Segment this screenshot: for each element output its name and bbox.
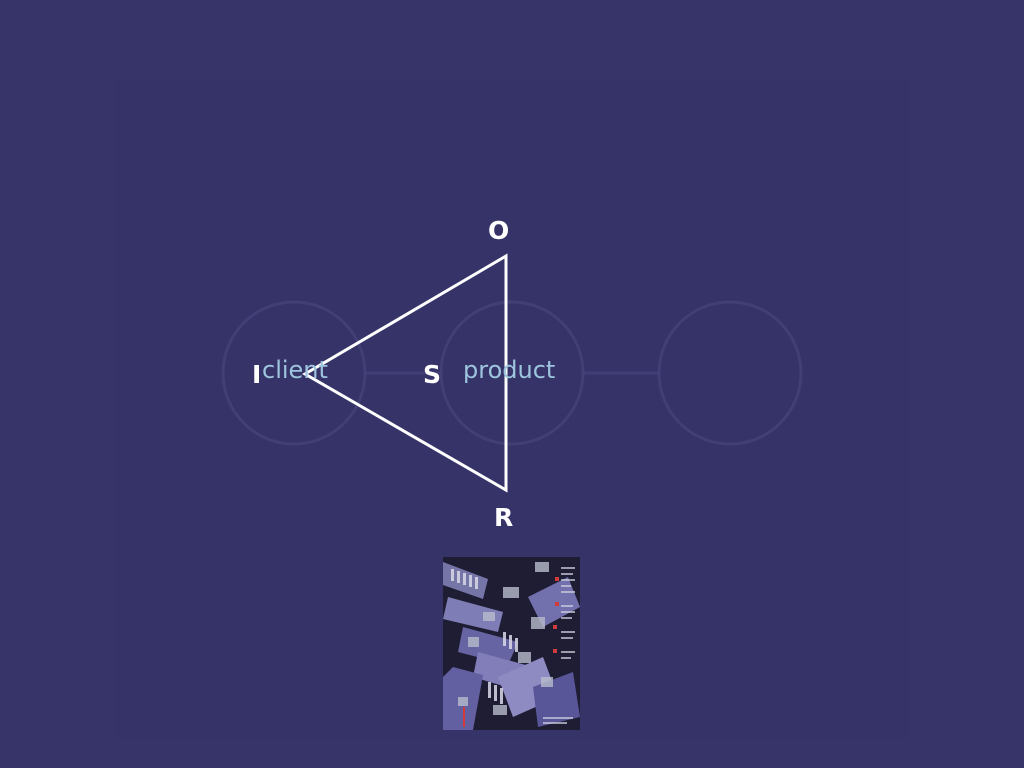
poster-thumbnail [443, 557, 580, 730]
vertex-label-r: R [494, 503, 514, 532]
label-product: product [463, 356, 556, 384]
label-client: client [262, 356, 328, 384]
faint-circle-right [657, 300, 803, 446]
poster-artwork [443, 557, 580, 730]
center-label-s: S [423, 360, 442, 389]
vertex-label-i: I [252, 360, 262, 389]
vertex-label-o: O [488, 216, 510, 245]
faint-circles [221, 300, 803, 446]
triangle [302, 253, 508, 493]
